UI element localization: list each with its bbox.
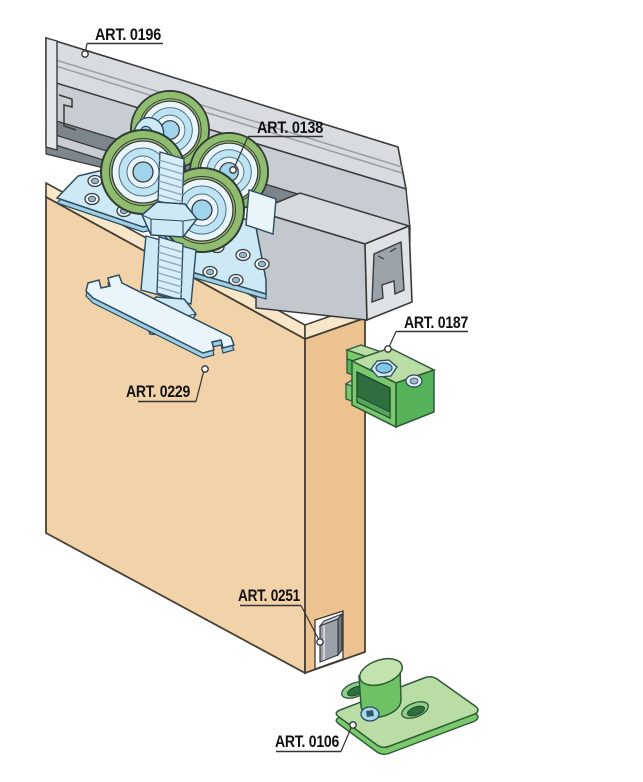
floor-guide bbox=[335, 657, 479, 755]
leader-line bbox=[233, 136, 249, 168]
leader-dot bbox=[201, 365, 209, 373]
leader-line bbox=[340, 727, 352, 752]
label-art-0187: ART. 0187 bbox=[384, 313, 468, 353]
rail-profile-hook-detail bbox=[58, 94, 77, 131]
leader-dot bbox=[229, 166, 237, 174]
wrench-top-face bbox=[85, 274, 235, 354]
label-art-0138: ART. 0138 bbox=[229, 118, 323, 174]
part-label-text: ART. 0187 bbox=[404, 313, 468, 332]
carriage-side-flange bbox=[245, 189, 277, 235]
rail-groove-line bbox=[45, 56, 403, 168]
hex-facets bbox=[141, 214, 198, 237]
threaded-stud-upper bbox=[157, 151, 185, 209]
leader-line bbox=[388, 331, 397, 347]
part-label-text: ART. 0106 bbox=[275, 732, 339, 751]
leader-dot bbox=[384, 345, 392, 353]
guide-slot-hole-inner bbox=[406, 705, 426, 717]
leader-line bbox=[195, 371, 205, 402]
adjustment-hex-nut bbox=[141, 201, 198, 238]
bracket-body-side bbox=[395, 368, 435, 429]
plate-screw bbox=[228, 273, 244, 287]
plate-screw bbox=[254, 257, 270, 271]
leader-line bbox=[84, 43, 88, 52]
leader-dot bbox=[81, 50, 89, 58]
label-art-0196: ART. 0196 bbox=[81, 25, 163, 58]
bottom-guide-channel bbox=[314, 610, 344, 670]
guide-screw-socket bbox=[366, 710, 374, 717]
rail-groove-line bbox=[45, 62, 403, 174]
guide-post-top bbox=[359, 657, 403, 687]
plate-screw bbox=[84, 192, 100, 206]
label-art-0106: ART. 0106 bbox=[275, 721, 357, 753]
thread-ribs bbox=[158, 159, 184, 203]
label-art-0251: ART. 0251 bbox=[238, 586, 324, 646]
spanner-wrench bbox=[85, 274, 235, 359]
label-art-0229: ART. 0229 bbox=[126, 365, 209, 403]
leader-dot bbox=[349, 721, 357, 729]
leader-dot bbox=[316, 638, 324, 646]
leader-line bbox=[300, 605, 320, 640]
thread-ribs bbox=[157, 244, 183, 295]
bracket-opening-floor bbox=[356, 395, 391, 419]
plate-screw bbox=[202, 265, 218, 279]
door-side-face bbox=[304, 316, 366, 675]
threaded-stud-lower bbox=[156, 236, 184, 301]
part-label-text: ART. 0251 bbox=[238, 586, 300, 605]
bracket-nut-core bbox=[375, 362, 393, 374]
rail-end-clip-detail bbox=[377, 247, 397, 260]
wall-bracket bbox=[344, 344, 436, 429]
plate-screw bbox=[87, 174, 103, 188]
rail-left-cut-face bbox=[45, 37, 58, 151]
part-label-text: ART. 0229 bbox=[126, 382, 190, 401]
plate-screw bbox=[235, 248, 251, 262]
part-label-text: ART. 0196 bbox=[95, 25, 161, 44]
roller-carriage bbox=[100, 90, 277, 337]
bracket-screw-drive bbox=[409, 377, 419, 385]
part-label-text: ART. 0138 bbox=[257, 118, 323, 137]
rail-end-segment bbox=[253, 192, 413, 322]
